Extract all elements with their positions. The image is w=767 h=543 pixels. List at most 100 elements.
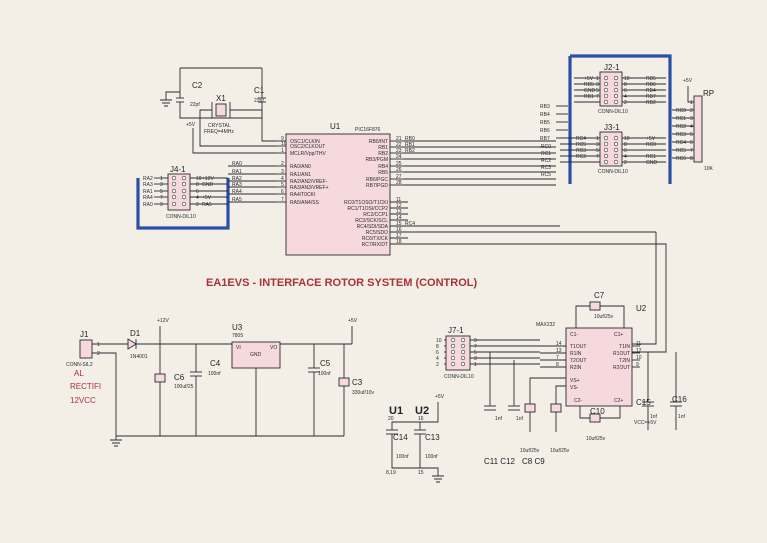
- rb-net-label: RB4: [540, 112, 550, 118]
- c16-ref: C16: [672, 395, 687, 404]
- c14-ref: C14: [393, 433, 408, 442]
- c1-value: 22pf: [254, 98, 264, 104]
- note-al: AL: [74, 369, 84, 378]
- j1-ref: J1: [80, 330, 89, 339]
- j3-ref: J3-1: [604, 123, 620, 132]
- u1-left-pin-number: 6: [281, 189, 284, 195]
- j2-left-num: 3: [596, 82, 599, 88]
- u1-right-pin-label: RB0/INT: [369, 139, 388, 145]
- c5-value: 100nf: [318, 371, 331, 377]
- pin-dot: [613, 87, 619, 93]
- j4-left-label: RA3: [143, 182, 153, 188]
- j3-left-num: 7: [596, 154, 599, 160]
- j4-left-label: RA4: [143, 195, 153, 201]
- c7-ref: C7: [594, 291, 605, 300]
- schematic-title: EA1EVS - INTERFACE ROTOR SYSTEM (CONTROL…: [206, 277, 477, 289]
- max232-part: MAX232: [536, 322, 555, 328]
- rp-net-label: RC4: [676, 140, 686, 146]
- j1-part: CONN-SIL2: [66, 362, 93, 368]
- power-supply: J1 CONN-SIL2 1 2 D1 1N4001 +12V U3 7805 …: [66, 318, 374, 447]
- ra-net-label: RA0: [232, 161, 242, 167]
- rc-net-label: RC5: [541, 172, 551, 178]
- u1-left-pins: OSC1/CLKIN9OSC2/CLKOUT10MCLR/Vpp/THV1RA0…: [276, 136, 329, 206]
- c6-value: 100uf/25: [174, 384, 194, 390]
- rc-net-label: RC2: [541, 158, 551, 164]
- u3-vo: VO: [270, 345, 277, 351]
- pin-dot: [181, 201, 187, 207]
- j3-right-num: 2: [624, 160, 627, 166]
- pin-dot: [171, 194, 177, 200]
- j4-right-num: 2: [196, 202, 199, 208]
- u1-right-pin-number: 17: [396, 233, 402, 239]
- max-right-num: 9: [636, 362, 639, 368]
- pin-dot: [603, 135, 609, 141]
- pin-dot: [181, 188, 187, 194]
- plus5v-dec: +5V: [435, 394, 445, 400]
- u1-part: PIC16F876: [355, 127, 381, 133]
- u2-pin15: 15: [418, 470, 424, 476]
- pin-dot: [460, 355, 466, 361]
- j7-left-num: 10: [436, 338, 442, 344]
- j2-right-label: RB7: [646, 94, 656, 100]
- u1-left-pin-number: 2: [281, 161, 284, 167]
- pin-dot: [181, 175, 187, 181]
- pin-dot: [613, 75, 619, 81]
- u3-ref: U3: [232, 323, 243, 332]
- rb-net-label: RB5: [540, 120, 550, 126]
- c8-value: 10uf/25v: [520, 448, 540, 454]
- j7-right-num: 3: [474, 356, 477, 362]
- x1-freq: FREQ=4MHz: [204, 129, 234, 135]
- c13-value: 100nf: [425, 454, 438, 460]
- max-right-label: T1IN: [619, 344, 630, 350]
- j3-right-num: 8: [624, 142, 627, 148]
- u1-decoupling-ref: U1: [389, 405, 403, 417]
- c1-label: C1: [254, 86, 265, 95]
- j2-right-label: RB2: [646, 100, 656, 106]
- max-c1m: C1-: [570, 332, 578, 338]
- u1-pin8-19: 8,19: [386, 470, 396, 476]
- u1-right-pin-label: RC1/T1OSI/CCP2: [347, 206, 388, 212]
- j4-left-num: 3: [160, 182, 163, 188]
- j4-right-num: 6: [196, 189, 199, 195]
- c13-ref: C13: [425, 433, 440, 442]
- u3-gnd: GND: [250, 352, 262, 358]
- c15-value: 1nf: [650, 414, 658, 420]
- max-right-num: 10: [636, 355, 642, 361]
- max-left-num: 14: [556, 341, 562, 347]
- u1-right-pin-label: RB5: [378, 170, 388, 176]
- j3-right-num: 6: [624, 148, 627, 154]
- u1-right-pin-number: 14: [396, 215, 402, 221]
- d1-ref: D1: [130, 329, 141, 338]
- max-left-label: T2OUT: [570, 358, 586, 364]
- pin-dot: [613, 141, 619, 147]
- c10-value: 10uf/25v: [586, 436, 606, 442]
- rb-net-label: RB7: [540, 136, 550, 142]
- c14-value: 100nf: [396, 454, 409, 460]
- u1-pin20: 20: [388, 416, 394, 422]
- c5-ref: C5: [320, 359, 331, 368]
- pin-dot: [181, 181, 187, 187]
- oscillator-section: C2 22pf C1 22pf X1 CRYSTAL FREQ=4MHz +5V: [160, 67, 276, 154]
- j2-left-label: +5V: [584, 76, 594, 82]
- pin-dot: [460, 349, 466, 355]
- note-rectifi: RECTIFI: [70, 382, 101, 391]
- u1-right-pin-number: 18: [396, 239, 402, 245]
- j4-left-num: 7: [160, 195, 163, 201]
- pin-dot: [450, 355, 456, 361]
- j2-right-label: RB4: [646, 88, 656, 94]
- pin-dot: [460, 361, 466, 367]
- plus12v: +12V: [157, 318, 169, 324]
- max-left-num: 13: [556, 348, 562, 354]
- u1-right-pin-label: RC0/T1OSO/T1CKI: [344, 200, 388, 206]
- net-labels: RA0RA1RA2RA3RA4RA5RB3RB4RB5RB6RB7RC0RC1R…: [228, 104, 568, 203]
- pin-dot: [181, 194, 187, 200]
- j4-right-label: +12V: [202, 176, 214, 182]
- x1-label: X1: [216, 94, 226, 103]
- j7-part: CONN-DIL10: [444, 374, 474, 380]
- j3-right-label: RC1: [646, 154, 656, 160]
- c11-c12-refs: C11 C12: [484, 457, 516, 466]
